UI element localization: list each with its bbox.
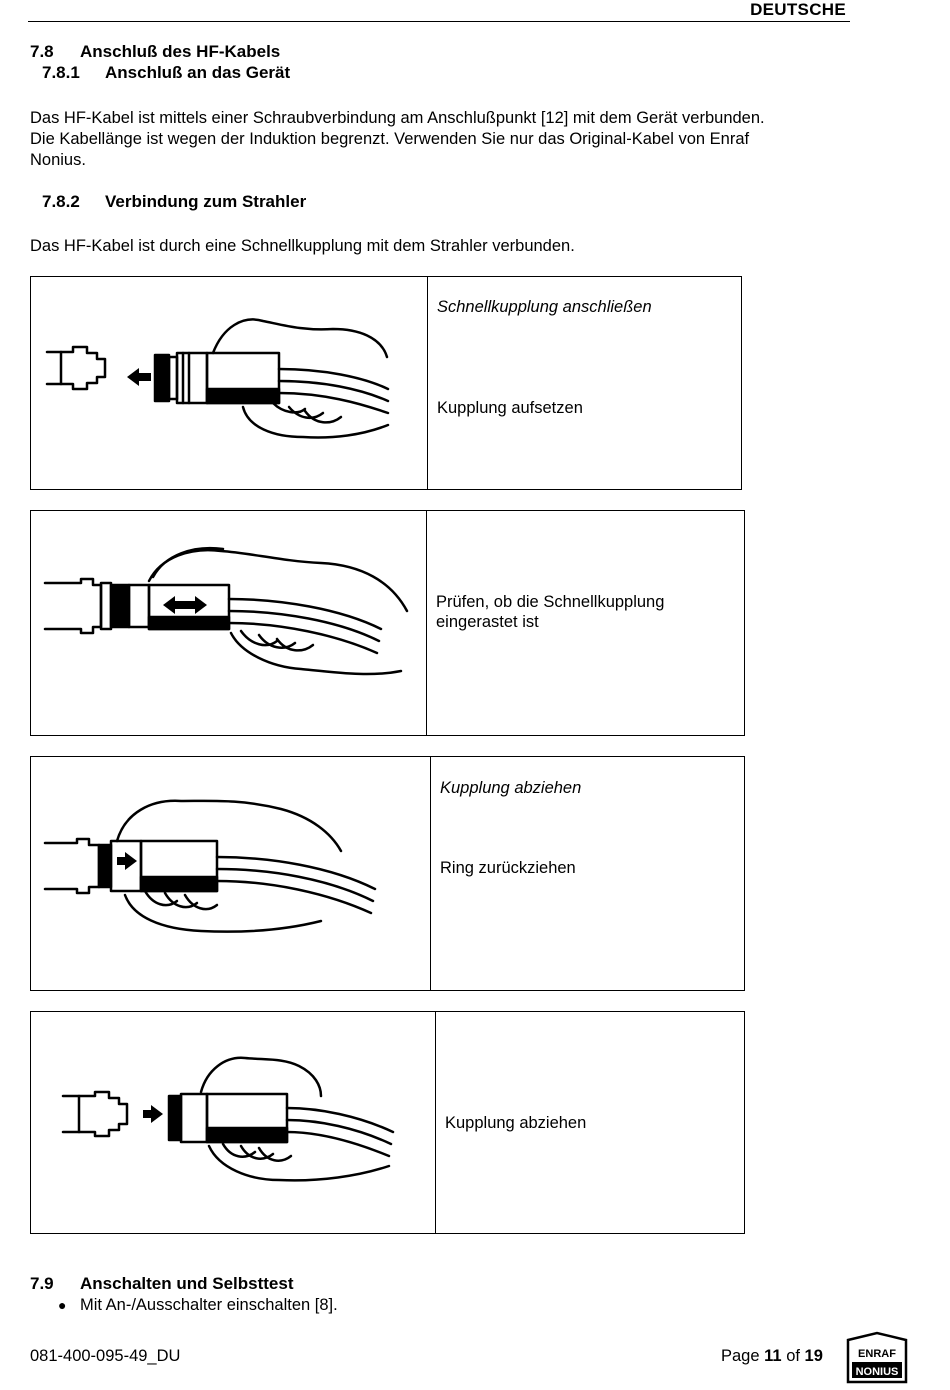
instruction-panel-2: Prüfen, ob die Schnellkupplung eingerast…: [30, 510, 745, 736]
logo-text-top: ENRAF: [858, 1348, 896, 1360]
instruction-panel-3: Kupplung abziehen Ring zurückziehen: [30, 756, 745, 991]
paragraph-quick-coupling: Das HF-Kabel ist durch eine Schnellkuppl…: [30, 237, 575, 255]
panel-1-caption: Kupplung aufsetzen: [437, 399, 583, 417]
paragraph-line: Die Kabellänge ist wegen der Induktion b…: [30, 130, 750, 148]
coupling-attach-illustration: [45, 318, 390, 439]
page-word: Page: [721, 1347, 760, 1365]
panel-4-caption: Kupplung abziehen: [445, 1114, 587, 1132]
panel-divider: [427, 277, 428, 489]
page-current: 11: [764, 1347, 782, 1365]
bullet-list: ● Mit An-/Ausschalter einschalten [8].: [58, 1296, 338, 1315]
section-title: Anschluß des HF-Kabels: [80, 42, 281, 61]
bullet-item: Mit An-/Ausschalter einschalten [8].: [80, 1296, 338, 1314]
paragraph-line: Nonius.: [30, 151, 86, 169]
caption-line: eingerastet ist: [436, 613, 539, 631]
bullet-icon: ●: [58, 1297, 67, 1313]
subsection-number: 7.8.1: [42, 63, 80, 82]
panel-2-caption: Prüfen, ob die Schnellkupplung eingerast…: [436, 592, 664, 632]
section-7-8-1-heading: 7.8.1 Anschluß an das Gerät: [42, 63, 290, 83]
caption-line: Prüfen, ob die Schnellkupplung: [436, 593, 665, 611]
section-title: Anschalten und Selbsttest: [80, 1274, 294, 1293]
section-7-9-heading: 7.9 Anschalten und Selbsttest: [30, 1274, 293, 1294]
paragraph-cable-connection: Das HF-Kabel ist mittels einer Schraubve…: [30, 108, 860, 171]
panel-3-heading: Kupplung abziehen: [440, 779, 582, 797]
subsection-title: Anschluß an das Gerät: [105, 63, 291, 82]
page-total: 19: [804, 1347, 823, 1365]
header-rule: [28, 21, 850, 22]
panel-divider: [435, 1012, 436, 1233]
instruction-panel-4: Kupplung abziehen: [30, 1011, 745, 1234]
page-of: of: [786, 1347, 800, 1365]
subsection-title: Verbindung zum Strahler: [105, 192, 307, 211]
panel-divider: [426, 511, 427, 735]
header-language: DEUTSCHE: [750, 0, 846, 19]
section-7-8-heading: 7.8 Anschluß des HF-Kabels: [30, 42, 280, 62]
panel-divider: [430, 757, 431, 990]
coupling-detach-illustration: [61, 1056, 395, 1182]
paragraph-line: Das HF-Kabel ist mittels einer Schraubve…: [30, 109, 765, 127]
coupling-check-illustration: [43, 546, 409, 676]
subsection-number: 7.8.2: [42, 192, 80, 211]
section-number: 7.9: [30, 1274, 54, 1293]
panel-3-caption: Ring zurückziehen: [440, 859, 576, 877]
panel-1-heading: Schnellkupplung anschließen: [437, 298, 652, 316]
section-number: 7.8: [30, 42, 54, 61]
footer-page-indicator: Page 11 of 19: [721, 1347, 823, 1366]
footer-doc-number: 081-400-095-49_DU: [30, 1347, 181, 1365]
instruction-panel-1: Schnellkupplung anschließen Kupplung auf…: [30, 276, 742, 490]
section-7-8-2-heading: 7.8.2 Verbindung zum Strahler: [42, 192, 306, 212]
enraf-nonius-logo: ENRAF NONIUS: [846, 1331, 908, 1384]
ring-pull-illustration: [43, 799, 377, 933]
logo-text-bottom: NONIUS: [856, 1366, 899, 1378]
